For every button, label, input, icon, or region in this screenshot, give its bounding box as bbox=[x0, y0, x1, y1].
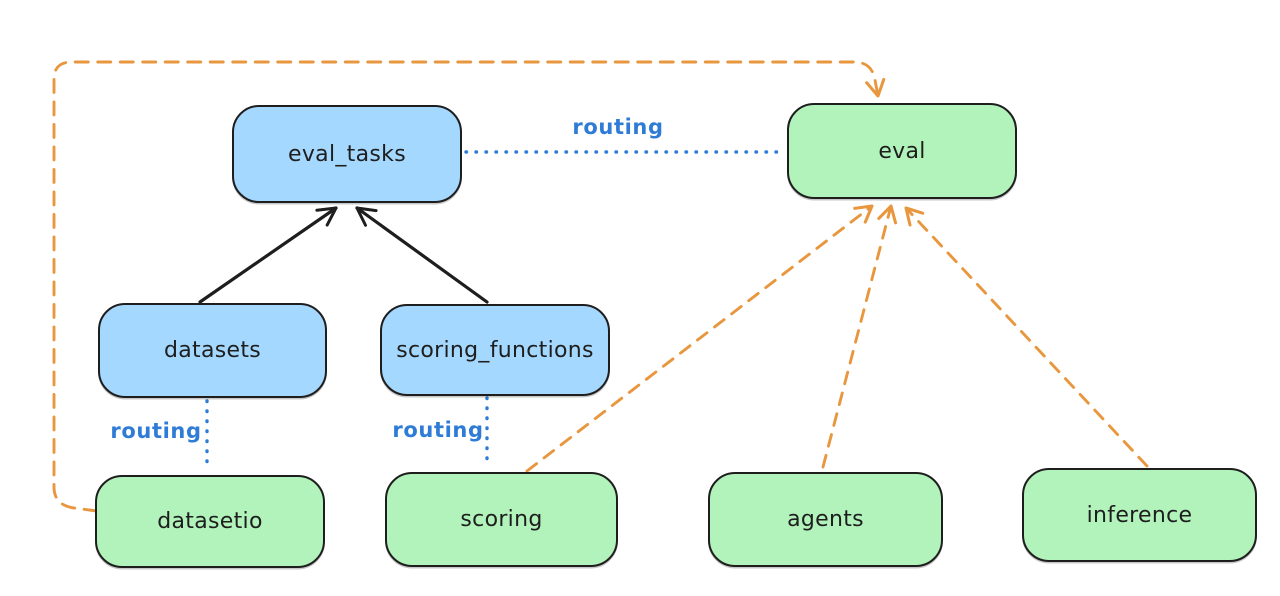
node-datasets: datasets bbox=[98, 303, 327, 398]
edge-label-routing-left: routing bbox=[110, 419, 202, 443]
edge-agents-eval-arrow bbox=[821, 204, 898, 469]
node-scoring-functions: scoring_functions bbox=[380, 304, 610, 396]
node-inference: inference bbox=[1022, 468, 1257, 562]
edge-scoringfunctions-evaltasks-arrow bbox=[355, 206, 489, 304]
node-datasets-label: datasets bbox=[163, 338, 262, 363]
node-datasetio-label: datasetio bbox=[157, 509, 263, 534]
edge-datasetio-eval-loop-arrow bbox=[52, 60, 886, 513]
node-agents: agents bbox=[708, 472, 943, 567]
edge-label-routing-top: routing bbox=[572, 115, 664, 139]
node-eval-label: eval bbox=[878, 138, 926, 164]
node-scoring: scoring bbox=[385, 472, 618, 567]
node-agents-label: agents bbox=[787, 507, 864, 532]
node-datasetio: datasetio bbox=[95, 475, 325, 568]
edge-datasets-evaltasks-arrow bbox=[198, 206, 338, 304]
edge-scoring-eval-arrow bbox=[525, 204, 874, 473]
node-scoring-functions-label: scoring_functions bbox=[396, 337, 594, 363]
node-eval-tasks-label: eval_tasks bbox=[288, 141, 406, 167]
node-scoring-label: scoring bbox=[460, 507, 543, 532]
node-inference-label: inference bbox=[1086, 502, 1193, 528]
node-eval-tasks: eval_tasks bbox=[232, 105, 462, 203]
edge-label-routing-middle: routing bbox=[392, 418, 484, 442]
edge-inference-eval-arrow bbox=[904, 206, 1149, 468]
node-eval: eval bbox=[787, 103, 1017, 199]
